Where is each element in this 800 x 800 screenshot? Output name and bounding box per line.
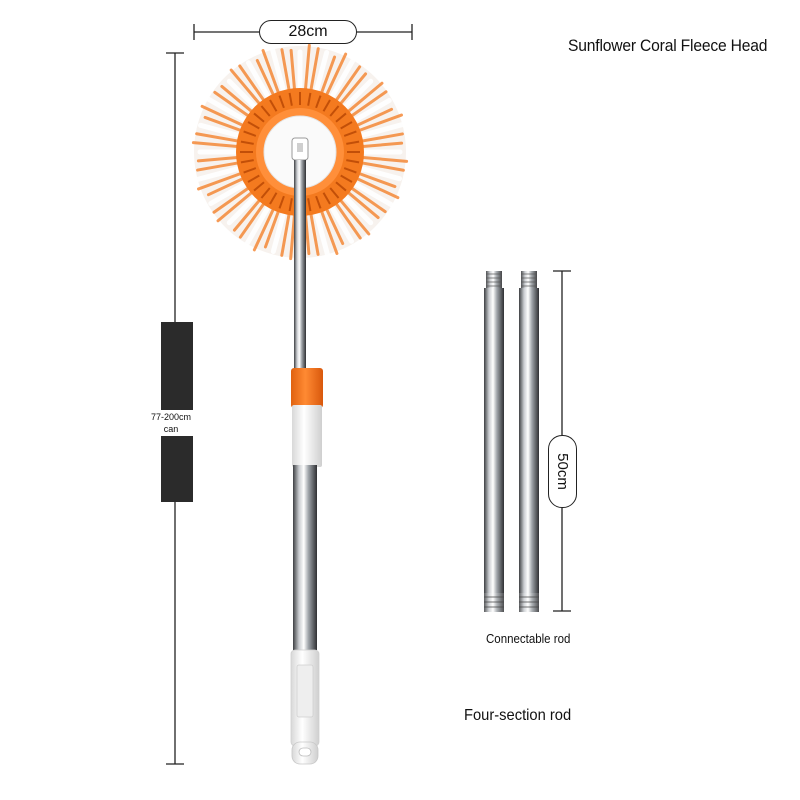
rod-type-label: Four-section rod [464,707,572,724]
extension-rod-icon [484,271,504,612]
rod-length-label: 50cm [548,435,577,508]
extension-rod-icon [519,271,539,612]
rod-length-value: 50cm [554,453,571,490]
length-range-value: 77-200cm [150,412,192,422]
length-dimension-line [166,52,184,765]
head-width-value: 28cm [288,23,328,40]
rod-caption: Connectable rod [486,632,571,646]
head-width-label: 28cm [259,20,357,44]
rod-dimension-line [553,270,571,612]
mop-head-icon [191,43,409,261]
width-dimension-line [193,24,413,40]
telescopic-pole-icon [290,160,323,765]
length-range-note: can [163,424,179,434]
length-range-label: 77-200cm can [148,410,194,436]
head-title: Sunflower Coral Fleece Head [568,36,768,55]
